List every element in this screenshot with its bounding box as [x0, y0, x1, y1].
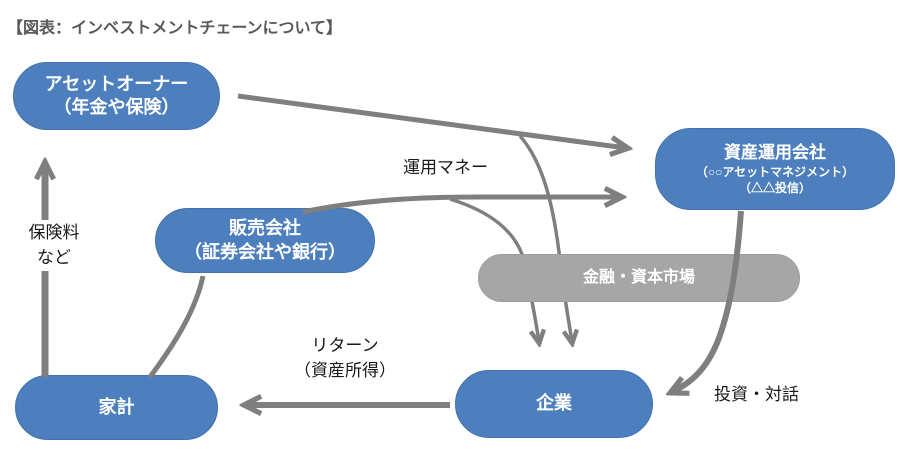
arrow-asset-owner-flow-to-company: [518, 134, 572, 342]
label-insurance-premium-line2: など: [37, 247, 71, 267]
label-return-line2: （資産所得）: [294, 360, 396, 380]
node-household-label: 家計: [98, 396, 135, 417]
node-market-label: 金融・資本市場: [582, 268, 695, 286]
node-company-label: 企業: [536, 393, 572, 414]
node-asset-manager: 資産運用会社 （○○アセットマネジメント） （△△投信）: [655, 128, 895, 210]
node-asset-manager-line1: 資産運用会社: [724, 142, 826, 162]
arrow-distributor-to-asset-manager: [302, 197, 620, 215]
node-household: 家計: [15, 375, 218, 440]
label-investment-dialogue: 投資・対話: [714, 385, 799, 404]
connector-household-to-distributor: [147, 275, 206, 379]
arrow-asset-manager-to-company: [672, 210, 744, 392]
node-distributor: 販売会社 （証券会社や銀行）: [155, 208, 375, 273]
node-asset-owner: アセットオーナー （年金や保険）: [13, 62, 220, 130]
node-company: 企業: [455, 370, 653, 438]
diagram-title: 【図表：インベストメントチェーンについて】: [7, 20, 343, 37]
label-return: リターン （資産所得）: [275, 334, 415, 383]
node-asset-owner-line1: アセットオーナー: [44, 73, 189, 94]
node-asset-manager-line2: （○○アセットマネジメント）: [695, 164, 855, 179]
node-asset-manager-line3: （△△投信）: [738, 181, 811, 196]
label-return-line1: リターン: [311, 336, 379, 355]
arrow-asset-owner-to-asset-manager: [237, 93, 626, 148]
label-management-money: 運用マネー: [403, 158, 488, 177]
node-distributor-line2: （証券会社や銀行）: [184, 241, 346, 262]
label-insurance-premium-line1: 保険料: [28, 223, 80, 242]
label-insurance-premium: 保険料 など: [16, 220, 92, 272]
node-distributor-line1: 販売会社: [229, 218, 301, 239]
node-financial-capital-market: 金融・資本市場: [478, 254, 800, 302]
node-asset-owner-line2: （年金や保険）: [53, 97, 180, 117]
